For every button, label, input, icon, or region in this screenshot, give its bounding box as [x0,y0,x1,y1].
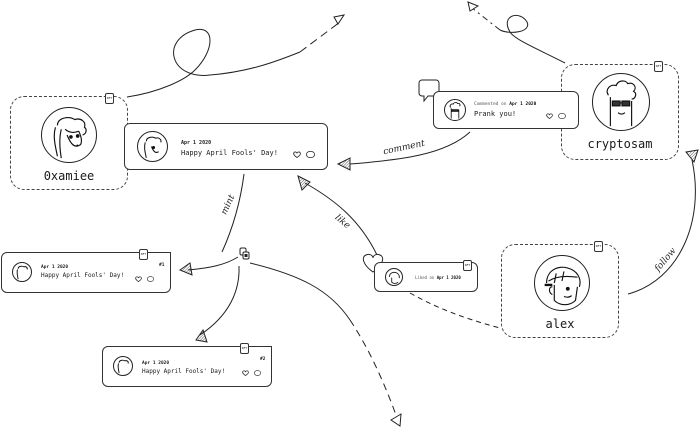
post-text: Happy April Fools' Day! [142,368,226,375]
arrowhead-icon [467,1,480,12]
arrowhead-icon [390,413,402,427]
post-card-comment[interactable]: Commented on Apr 1 2020 Prank you! [433,91,579,129]
avatar [41,107,97,163]
edge-comment [349,131,471,165]
minted-post-card-1[interactable]: NFT #1 Apr 1 2020 Happy April Fools' Day… [1,249,171,293]
post-text: Happy April Fools' Day! [181,149,278,157]
heart-icon[interactable] [242,361,249,380]
edge-like [304,182,378,256]
comment-icon[interactable] [147,267,154,286]
minted-post-card-2[interactable]: NFT #2 Apr 1 2020 Happy April Fools' Day… [102,343,272,387]
avatar [385,268,403,286]
edge-oxamiee-outgoing [126,28,301,98]
avatar [534,255,590,311]
comment-icon[interactable] [306,143,315,162]
avatar [137,131,168,162]
post-card-main[interactable]: Apr 1 2020 Happy April Fools' Day! [124,123,328,170]
avatar [444,99,466,121]
avatar [113,356,133,376]
edge-mint-2 [199,265,240,336]
arrowhead-icon [336,157,351,171]
arrowhead-icon [685,149,699,164]
avatar [12,262,32,282]
post-date: Apr 1 2020 [142,361,170,366]
edge-mint-1 [187,256,239,271]
edge-mint-outgoing [249,262,351,321]
profile-card-0xamiee[interactable]: NFT 0xamiee [10,93,128,190]
post-date: Apr 1 2020 [41,265,69,270]
nft-tag-icon: NFT [594,241,603,252]
like-meta: Liked on Apr 1 2020 [415,275,461,280]
heart-icon[interactable] [293,143,301,162]
arrowhead-icon [195,328,208,343]
profile-card-alex[interactable]: NFT alex [501,241,619,338]
avatar [592,73,650,131]
nft-tag-icon: NFT [240,343,249,354]
comment-icon[interactable] [558,104,566,123]
nft-tag-icon: NFT [654,61,663,72]
edge-mint [221,173,245,253]
comment-text: Prank you! [474,110,517,118]
profile-name: 0xamiee [43,169,95,183]
profile-name: cryptosam [587,137,653,151]
edge-cryptosam-outgoing [499,14,566,64]
post-text: Happy April Fools' Day! [41,272,125,279]
mint-node-icon [239,247,250,260]
profile-card-cryptosam[interactable]: NFT cryptosam [561,61,679,160]
arrowhead-icon [333,14,346,25]
comment-meta: Commented on Apr 1 2020 [474,102,537,107]
like-card[interactable]: NFT Liked on Apr 1 2020 [374,260,478,292]
edition-number: #1 [159,263,165,268]
arrowhead-icon [178,262,193,276]
nft-tag-icon: NFT [105,93,114,104]
edition-number: #2 [260,357,266,362]
heart-icon[interactable] [546,104,553,123]
arrowhead-icon [297,175,311,191]
edge-follow [627,159,696,295]
nft-tag-icon: NFT [463,260,472,271]
heart-icon[interactable] [135,267,142,286]
profile-name: alex [545,317,575,331]
nft-tag-icon: NFT [139,249,148,260]
comment-icon[interactable] [254,361,261,380]
post-date: Apr 1 2020 [181,140,212,146]
